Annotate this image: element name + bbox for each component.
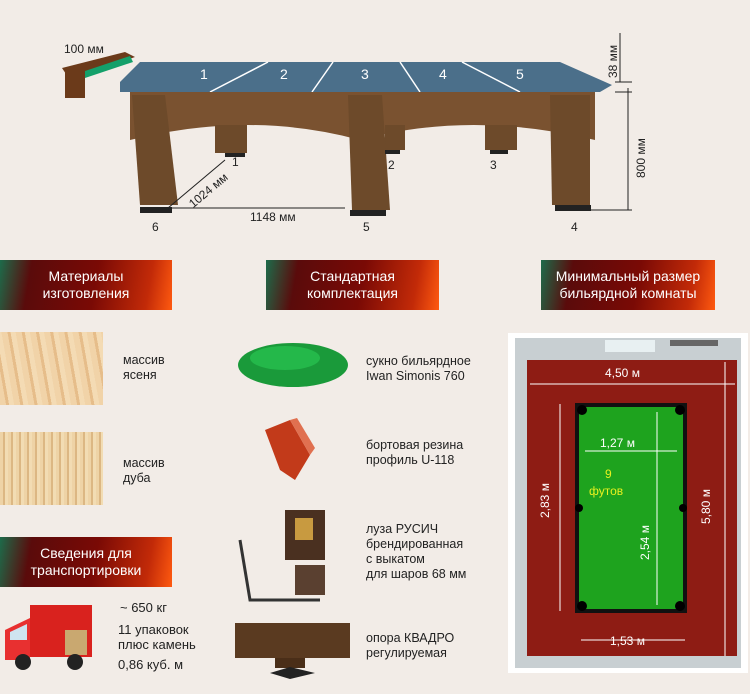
oak-wood-swatch [0, 432, 103, 505]
kit-line: регулируемая [366, 646, 447, 660]
kit-line: сукно бильярдное [366, 354, 471, 368]
leg-span-label: 1148 мм [250, 210, 296, 224]
slate-number: 3 [361, 66, 369, 82]
material-line: массив [123, 456, 165, 470]
kit-item-cloth: сукно бильярдное Iwan Simonis 760 [366, 354, 471, 384]
kit-item-leg: опора КВАДРО регулируемая [366, 631, 454, 661]
room-banner: Минимальный размер бильярдной комнаты [541, 260, 715, 310]
room-length-label: 5,80 м [699, 489, 713, 524]
materials-banner: Материалы изготовления [0, 260, 172, 310]
play-width-label: 1,27 м [600, 436, 635, 450]
kit-line: бортовая резина [366, 438, 464, 452]
transport-line: 11 упаковок [118, 622, 189, 637]
material-ash: массив ясеня [123, 353, 165, 383]
leg-number: 3 [490, 158, 497, 172]
leg-number: 6 [152, 220, 159, 234]
banner-line: Сведения для [40, 545, 132, 561]
adjustable-leg-icon [235, 623, 350, 679]
material-line: массив [123, 353, 165, 367]
table-outer-width-label: 1,53 м [610, 634, 645, 648]
leg-number: 5 [363, 220, 370, 234]
kit-line: брендированная [366, 537, 464, 551]
slate-thickness-label: 38 мм [606, 44, 620, 78]
material-oak: массив дуба [123, 456, 165, 486]
kit-line: для шаров 68 мм [366, 567, 467, 581]
table-height-label: 800 мм [634, 138, 648, 178]
kit-item-pocket: луза РУСИЧ брендированная с выкатом для … [366, 522, 466, 582]
room-width-label: 4,50 м [605, 366, 640, 380]
transport-weight: ~ 650 кг [120, 600, 167, 615]
slate-number: 2 [280, 66, 288, 82]
table-outer-length-label: 2,83 м [538, 483, 552, 518]
material-line: дуба [123, 471, 151, 485]
kit-line: профиль U-118 [366, 453, 455, 467]
kit-line: опора КВАДРО [366, 631, 455, 645]
rail-profile-icon [62, 52, 135, 98]
banner-line: Минимальный размер [555, 268, 701, 284]
slate-number: 5 [516, 66, 524, 82]
banner-line: бильярдной комнаты [559, 285, 697, 301]
kit-images [235, 343, 350, 679]
transport-banner: Сведения для транспортировки [0, 537, 172, 587]
ash-wood-swatch [0, 332, 103, 405]
leg-number: 2 [388, 158, 395, 172]
transport-line: плюс камень [118, 637, 196, 652]
door-icon [670, 340, 718, 346]
table-size-number: 9 [605, 467, 612, 481]
window-icon [605, 340, 655, 352]
banner-line: изготовления [42, 285, 130, 301]
room-plan [508, 333, 748, 673]
table-size-unit: футов [589, 484, 624, 498]
kit-line: Iwan Simonis 760 [366, 369, 465, 383]
leg-number: 1 [232, 155, 239, 169]
banner-line: комплектация [307, 285, 398, 301]
kit-item-rubber: бортовая резина профиль U-118 [366, 438, 463, 468]
slate-number: 4 [439, 66, 447, 82]
kit-line: с выкатом [366, 552, 425, 566]
table-diagram [62, 33, 632, 216]
transport-volume: 0,86 куб. м [118, 657, 183, 672]
banner-line: Стандартная [310, 268, 395, 284]
banner-line: транспортировки [30, 562, 142, 578]
material-line: ясеня [123, 368, 157, 382]
truck-icon [5, 605, 92, 670]
cushion-rubber-icon [265, 418, 315, 480]
transport-packages: 11 упаковок плюс камень [118, 622, 196, 652]
kit-line: луза РУСИЧ [366, 522, 439, 536]
play-length-label: 2,54 м [638, 525, 652, 560]
cloth-icon [238, 343, 348, 387]
rail-width-label: 100 мм [64, 42, 104, 56]
slate-top [120, 62, 612, 92]
standard-kit-banner: Стандартная комплектация [266, 260, 439, 310]
slate-number: 1 [200, 66, 208, 82]
leg-number: 4 [571, 220, 578, 234]
pocket-icon [238, 510, 325, 602]
banner-line: Материалы [48, 268, 124, 284]
